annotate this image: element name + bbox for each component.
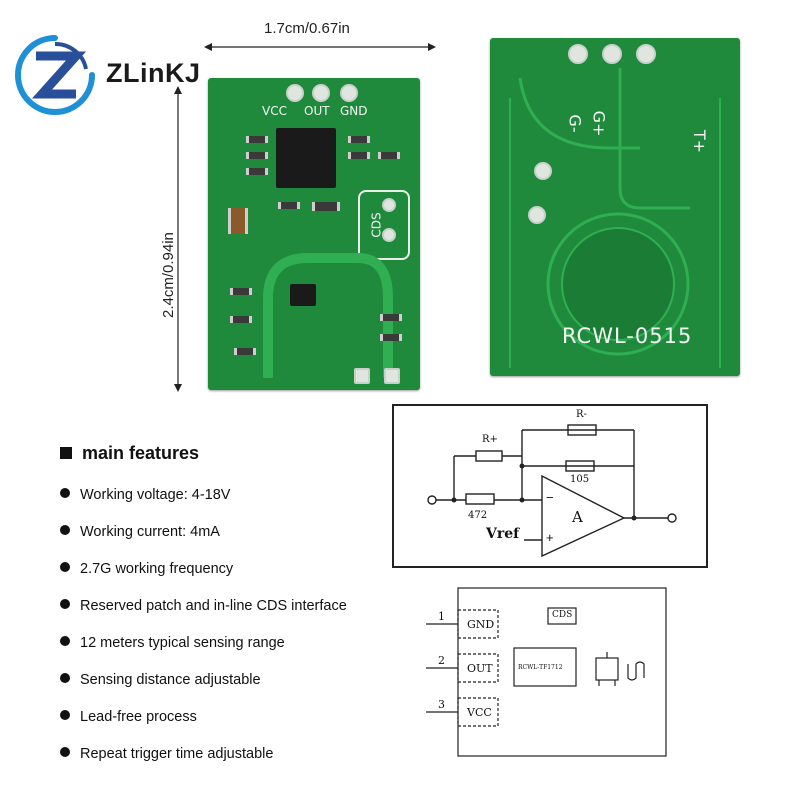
width-arrow [204,43,436,51]
pin-pad [636,44,656,64]
cds-box [358,190,410,260]
label-g-minus: G- [565,114,585,133]
antenna-trace [263,253,393,378]
label-472: 472 [468,510,488,521]
model-label: RCWL-0515 [562,324,693,348]
pinout-lines [426,587,667,757]
brand-logo-icon [15,35,95,115]
pin-label-gnd: GND [467,618,495,631]
chip-label: RCWL-TF1712 [518,664,563,671]
pin-label-out: OUT [467,662,493,675]
pin-number: 1 [438,610,445,623]
height-arrow [174,86,182,392]
label-105: 105 [570,474,590,485]
mount-pad [384,368,400,384]
cds-label: CDS [552,610,573,620]
circuit-wires [427,424,677,558]
height-label: 2.4cm/0.94in [160,232,177,318]
pin-number: 2 [438,654,445,667]
label-r-minus: R- [576,409,587,420]
pin-pad [602,44,622,64]
pin-pad-vcc [286,84,304,102]
smd-component [312,202,340,211]
transistor [290,284,316,306]
smd-component [230,316,252,323]
capacitor [228,208,248,234]
via-pad [534,162,552,180]
pin-label-vcc: VCC [467,706,492,719]
smd-component [246,152,268,159]
bullet-icon [60,673,70,683]
pin-label-out: OUT [304,104,330,118]
smd-component [234,348,256,355]
cds-pad [382,198,396,212]
bullet-icon [60,488,70,498]
label-plus-input: + [546,530,554,545]
feature-item: Working voltage: 4-18V [60,487,230,503]
smd-component [230,288,252,295]
square-bullet-icon [60,447,72,459]
label-minus-input: − [546,490,554,505]
bullet-icon [60,747,70,757]
feature-item: Working current: 4mA [60,524,220,540]
circuit-diagram: R+ R- 105 472 Vref A − + [392,404,708,568]
pin-pad-out [312,84,330,102]
feature-item: 2.7G working frequency [60,561,233,577]
pcb-back: G+ G- T+ RCWL-0515 [490,38,740,376]
bullet-icon [60,710,70,720]
feature-item: 12 meters typical sensing range [60,635,285,651]
cds-pad [382,228,396,242]
mount-pad [354,368,370,384]
label-t-plus: T+ [690,129,710,154]
bullet-icon [60,562,70,572]
pin-pad-gnd [340,84,358,102]
feature-item: Reserved patch and in-line CDS interface [60,598,347,614]
brand-name: ZLinKJ [106,58,201,88]
pcb-front: VCC OUT GND CDS [208,78,420,390]
feature-item: Sensing distance adjustable [60,672,261,688]
smd-component [278,202,300,209]
smd-component [348,152,370,159]
bullet-icon [60,525,70,535]
feature-item: Repeat trigger time adjustable [60,746,273,762]
pin-label-gnd: GND [340,104,368,118]
pinout-diagram: 1 2 3 GND OUT VCC CDS RCWL-TF1712 [422,586,668,758]
label-g-plus: G+ [589,110,609,137]
label-r-plus: R+ [482,434,498,445]
pin-number: 3 [438,698,445,711]
copper-traces [509,68,721,368]
pin-label-vcc: VCC [262,104,287,118]
smd-component [380,334,402,341]
smd-component [246,168,268,175]
pin-pad [568,44,588,64]
label-vref: Vref [486,526,520,542]
label-amp: A [572,508,583,526]
smd-component [378,152,400,159]
smd-component [348,136,370,143]
width-label: 1.7cm/0.67in [264,20,350,37]
feature-item: Lead-free process [60,709,197,725]
features-title: main features [60,443,199,464]
via-pad [528,206,546,224]
smd-component [380,314,402,321]
bullet-icon [60,599,70,609]
bullet-icon [60,636,70,646]
smd-component [246,136,268,143]
ic-chip [276,128,336,188]
